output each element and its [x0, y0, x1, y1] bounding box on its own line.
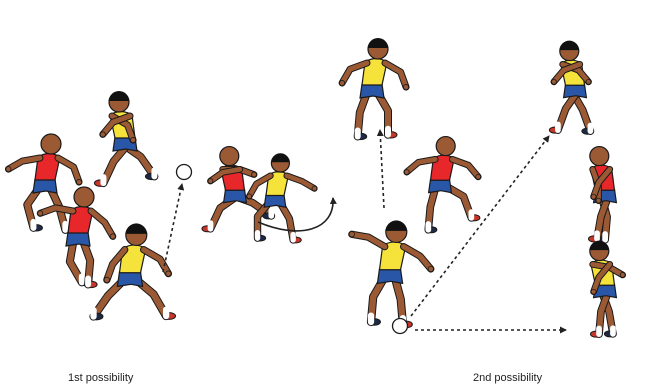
- shorts: [66, 232, 90, 246]
- player-yellow-1: [94, 91, 157, 186]
- head: [436, 137, 455, 156]
- head: [590, 147, 609, 166]
- hair: [126, 223, 147, 234]
- hair: [368, 38, 388, 48]
- player-red-8: [404, 137, 480, 233]
- arrow-pass: [163, 184, 182, 272]
- player-yellow-7: [339, 38, 408, 140]
- player-red-11: [588, 147, 616, 243]
- caption-second-possibility: 2nd possibility: [473, 372, 542, 384]
- arrow-pass-option-forward: [380, 130, 384, 208]
- shorts: [564, 84, 587, 97]
- ball: [393, 319, 408, 334]
- ball: [177, 165, 192, 180]
- hair: [109, 91, 129, 101]
- hair: [560, 41, 579, 51]
- shorts: [377, 269, 402, 284]
- player-red-5: [202, 147, 274, 232]
- hair: [271, 153, 289, 162]
- shorts: [264, 195, 286, 208]
- arm: [58, 158, 79, 182]
- shorts: [117, 272, 142, 287]
- hair: [386, 220, 407, 230]
- player-red-3: [38, 187, 116, 288]
- arm: [385, 63, 406, 87]
- shorts: [224, 189, 247, 202]
- head: [41, 134, 61, 154]
- head: [74, 187, 94, 207]
- arm: [407, 159, 435, 172]
- head: [220, 147, 239, 166]
- player-yellow-12: [590, 241, 625, 338]
- player-yellow-10: [549, 41, 593, 135]
- shorts: [429, 179, 452, 192]
- caption-first-possibility: 1st possibility: [68, 372, 133, 384]
- player-yellow-9: [349, 220, 433, 327]
- shorts: [360, 84, 384, 98]
- shorts: [33, 179, 57, 193]
